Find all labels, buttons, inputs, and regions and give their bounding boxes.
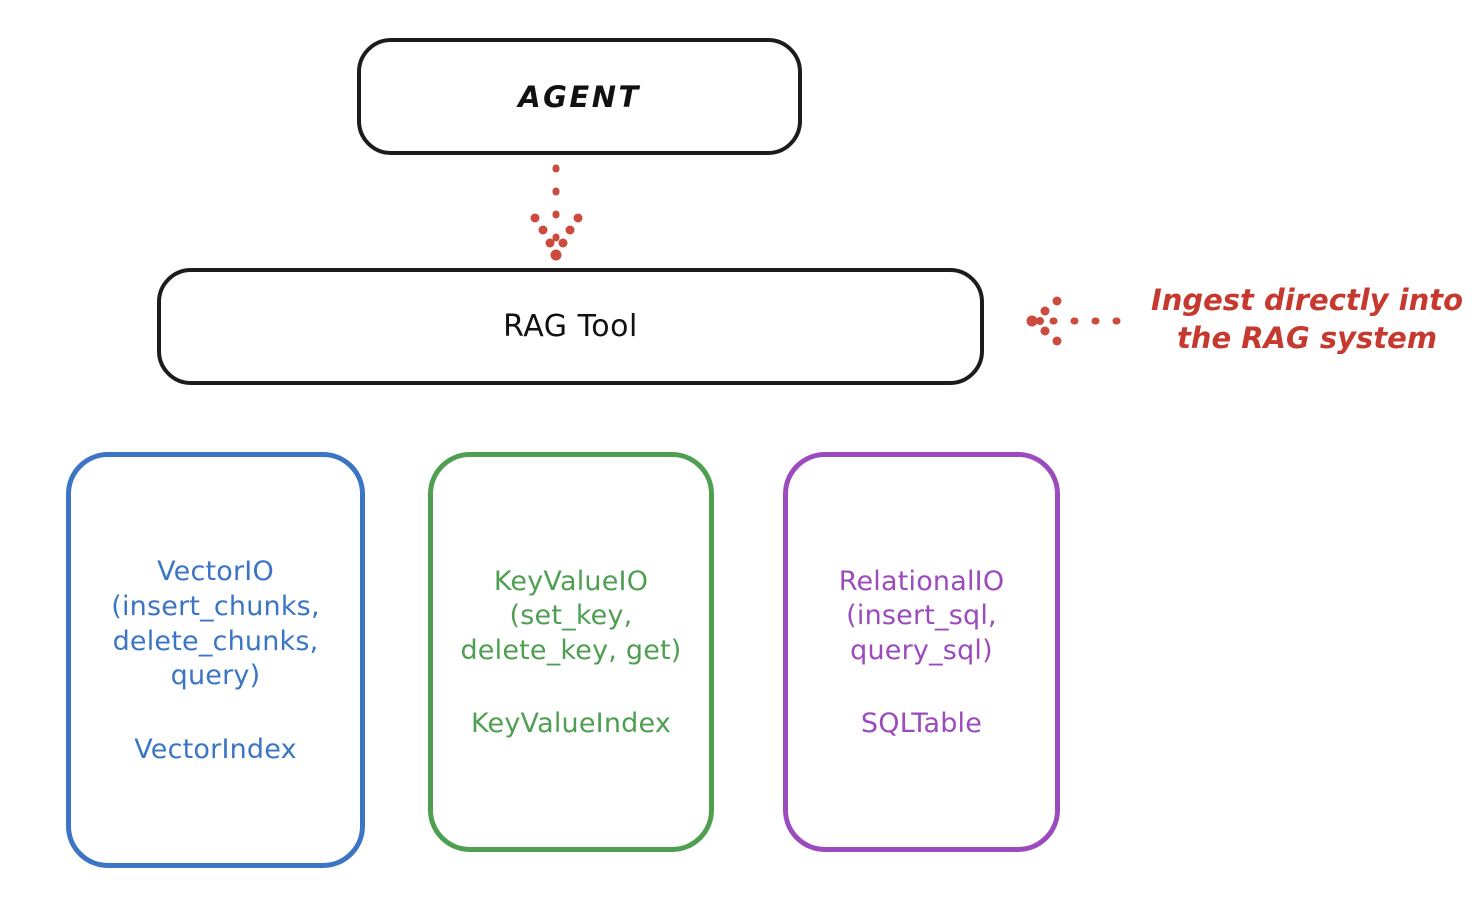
node-key-value-io-index-label: KeyValueIndex	[470, 708, 672, 740]
node-agent[interactable]: AGENT	[357, 38, 802, 155]
node-vector-io-index-label: VectorIndex	[134, 733, 297, 765]
node-agent-label: AGENT	[518, 79, 641, 114]
node-rag-tool-label: RAG Tool	[503, 309, 638, 344]
node-key-value-io[interactable]: KeyValueIO (set_key, delete_key, get) Ke…	[428, 452, 714, 852]
node-key-value-io-content: KeyValueIO (set_key, delete_key, get) Ke…	[441, 565, 701, 740]
edge-agent-to-rag-tool	[530, 164, 583, 262]
node-vector-io-content: VectorIO (insert_chunks, delete_chunks, …	[79, 555, 352, 764]
node-relational-io-content: RelationalIO (insert_sql, query_sql) SQL…	[796, 565, 1047, 740]
node-vector-io-api-label: VectorIO (insert_chunks, delete_chunks, …	[111, 556, 320, 692]
node-key-value-io-api-label: KeyValueIO (set_key, delete_key, get)	[460, 565, 682, 666]
node-rag-tool[interactable]: RAG Tool	[157, 268, 984, 385]
node-vector-io[interactable]: VectorIO (insert_chunks, delete_chunks, …	[66, 452, 365, 868]
ingest-annotation: Ingest directly into the RAG system	[1150, 283, 1464, 356]
edge-ingest-to-rag-tool	[1026, 296, 1132, 346]
node-relational-io-index-label: SQLTable	[860, 708, 983, 740]
node-relational-io-api-label: RelationalIO (insert_sql, query_sql)	[838, 565, 1005, 666]
node-relational-io[interactable]: RelationalIO (insert_sql, query_sql) SQL…	[783, 452, 1060, 852]
